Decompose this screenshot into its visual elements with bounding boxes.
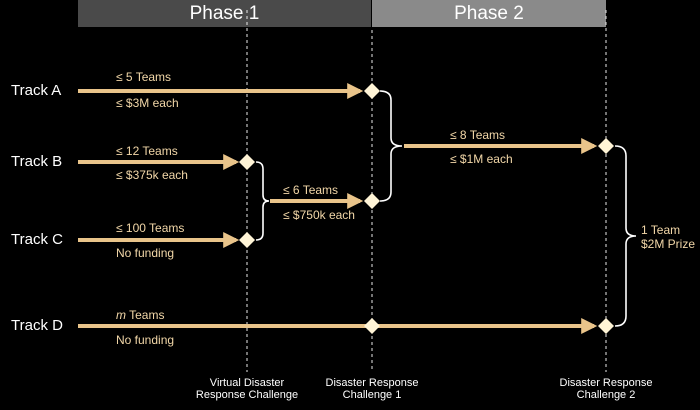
- merge-bc-funding: ≤ $750k each: [283, 208, 355, 222]
- track-c-funding: No funding: [116, 246, 175, 260]
- phase-2-header: Phase 2: [372, 0, 606, 27]
- track-a-teams: ≤ 5 Teams: [116, 70, 172, 84]
- track-c-label: Track C: [11, 231, 63, 248]
- phase-1-header: Phase 1: [78, 0, 371, 27]
- milestone-virtual-drc: Virtual Disaster Response Challenge: [196, 377, 298, 401]
- phase2-funding: ≤ $1M each: [450, 152, 513, 166]
- diamond-track-d-drc1: [364, 318, 380, 334]
- track-b-funding: ≤ $375k each: [116, 168, 188, 182]
- track-d-teams-rest: Teams: [126, 308, 165, 322]
- track-b-teams: ≤ 12 Teams: [116, 144, 178, 158]
- phase2-teams: ≤ 8 Teams: [450, 128, 506, 142]
- track-d-label: Track D: [11, 317, 63, 334]
- phase-2-label: Phase 2: [454, 2, 524, 24]
- milestone-virtual-line1: Virtual Disaster: [209, 377, 285, 389]
- milestone-drc2-line1: Disaster Response: [559, 377, 653, 389]
- diamond-track-a-drc1: [364, 83, 380, 99]
- track-a-label: Track A: [11, 82, 62, 99]
- milestone-drc1-line1: Disaster Response: [325, 377, 419, 389]
- track-b-label: Track B: [11, 153, 63, 170]
- milestone-drc1-line2: Challenge 1: [342, 389, 402, 401]
- track-c-teams: ≤ 100 Teams: [116, 221, 185, 235]
- track-a-funding: ≤ $3M each: [116, 96, 179, 110]
- brace-bc: [255, 161, 270, 241]
- diamond-track-d-drc2: [598, 318, 614, 334]
- track-d-teams: m Teams: [116, 308, 164, 322]
- track-d-funding: No funding: [116, 333, 175, 347]
- prize-teams: 1 Team: [641, 223, 681, 237]
- merge-bc-teams: ≤ 6 Teams: [283, 183, 339, 197]
- diamond-track-b-virtual: [239, 154, 255, 170]
- track-d-teams-var: m: [116, 308, 126, 322]
- diamond-track-c-virtual: [239, 232, 255, 248]
- diamond-bc-drc1: [364, 193, 380, 209]
- prize-amount: $2M Prize: [641, 237, 696, 251]
- phase-1-label: Phase 1: [189, 2, 260, 24]
- brace-phase1: [379, 90, 403, 202]
- brace-final: [614, 145, 637, 327]
- milestone-virtual-line2: Response Challenge: [195, 389, 299, 401]
- milestone-drc1: Disaster Response Challenge 1: [326, 377, 419, 401]
- diamond-phase2-drc2: [598, 138, 614, 154]
- milestone-drc2: Disaster Response Challenge 2: [560, 377, 653, 401]
- milestone-drc2-line2: Challenge 2: [576, 389, 636, 401]
